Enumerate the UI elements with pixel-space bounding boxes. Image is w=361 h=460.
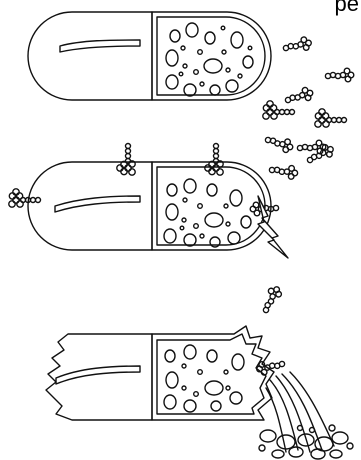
spill-stream-icon	[259, 372, 353, 459]
capsule-attacked-icon	[28, 162, 288, 258]
enzyme-chain-icon	[9, 36, 354, 376]
granule-dot-icon	[164, 179, 251, 247]
lightning-crack-icon	[258, 196, 288, 258]
granule-dot-icon	[164, 345, 244, 412]
capsule-intact-icon	[28, 12, 271, 100]
capsule-burst-icon	[46, 326, 353, 459]
granule-dot-icon	[166, 23, 253, 96]
